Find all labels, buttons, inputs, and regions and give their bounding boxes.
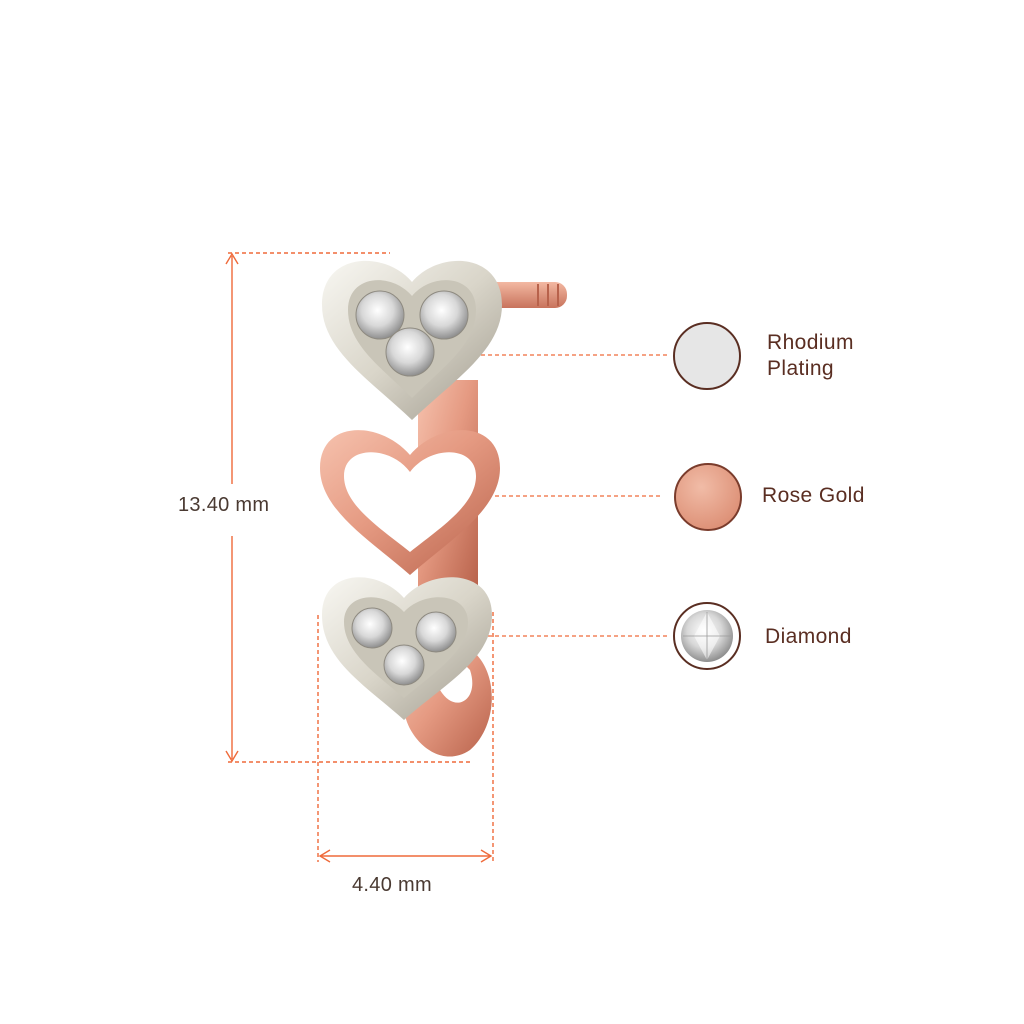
rhodium-swatch-icon bbox=[673, 322, 741, 390]
rose-gold-swatch-icon bbox=[674, 463, 742, 531]
legend-label-rhodium-line2: Plating bbox=[767, 357, 835, 380]
height-dimension-label: 13.40 mm bbox=[178, 494, 270, 516]
earring bbox=[320, 260, 567, 757]
legend-label-rhodium: Rhodium Plating bbox=[767, 330, 854, 382]
legend-label-rhodium-line1: Rhodium bbox=[767, 331, 854, 354]
height-dimension bbox=[225, 252, 470, 763]
hoop-back bbox=[405, 640, 492, 757]
bottom-diamond-heart bbox=[322, 577, 492, 720]
rose-gold-heart bbox=[320, 430, 500, 575]
width-dimension bbox=[317, 612, 494, 863]
width-dimension-label: 4.40 mm bbox=[352, 874, 432, 896]
legend-label-diamond: Diamond bbox=[765, 625, 852, 648]
top-diamond-heart bbox=[322, 260, 502, 420]
legend-label-rose-gold: Rose Gold bbox=[762, 484, 865, 507]
diamond-swatch-icon bbox=[673, 602, 741, 670]
